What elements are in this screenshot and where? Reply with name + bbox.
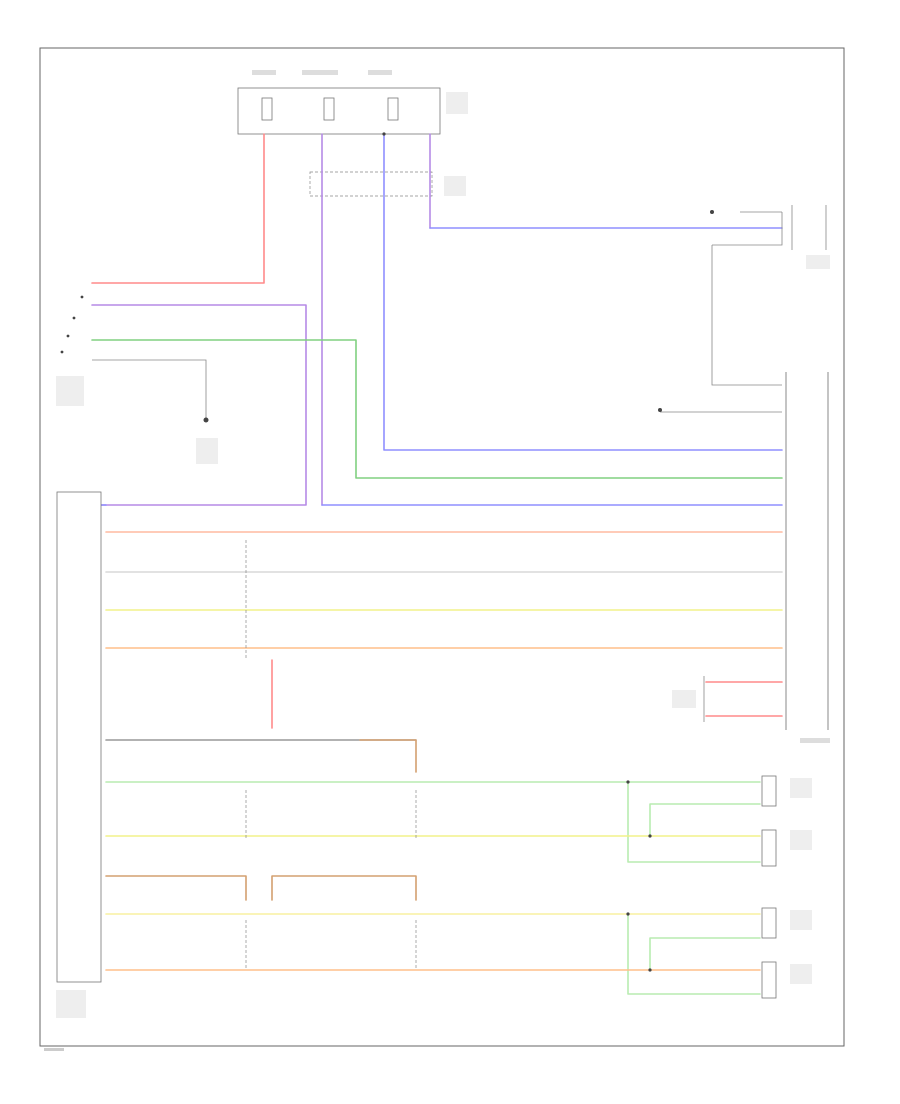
connector-pin-icon	[80, 295, 84, 299]
wire-lightgreen-5	[649, 937, 761, 971]
junction-connector	[309, 171, 466, 197]
speaker-icon	[761, 829, 812, 867]
wire-green	[91, 339, 783, 479]
left-module-label-block	[56, 990, 86, 1018]
junction-connector-outline	[309, 171, 433, 197]
fuse-icon	[387, 97, 399, 121]
speaker-icon	[761, 775, 812, 807]
speaker-icon	[761, 907, 812, 939]
wire-brown-2	[105, 875, 247, 901]
connector-pin-icon	[72, 316, 76, 320]
wire-violet-2	[91, 304, 307, 506]
connector-pin-icon	[60, 350, 64, 354]
speaker-icon	[761, 961, 812, 999]
junction-label-block	[444, 176, 466, 196]
fuse-icon	[261, 97, 273, 121]
connector-pin-icon	[66, 334, 70, 338]
top-right-connector	[658, 205, 830, 413]
wire-lightgreen-4	[627, 913, 761, 995]
connector-label-block	[672, 690, 696, 708]
ground-icon	[203, 417, 209, 423]
wire-lightgreen-3	[649, 803, 761, 837]
ground-icon	[658, 408, 662, 412]
fuse-box-label-block	[446, 92, 468, 114]
fuse-label-block	[252, 70, 276, 75]
wire-brown-1	[359, 739, 417, 773]
wire-brown-3	[271, 875, 417, 901]
fuse-label-block	[368, 70, 392, 75]
fuse-box	[237, 70, 468, 135]
ground-label-block	[196, 438, 218, 464]
internal-connectors	[245, 540, 417, 970]
footer-mark	[44, 1048, 64, 1051]
left-module	[56, 491, 102, 983]
junction-dots	[382, 132, 652, 972]
wire-blue-1	[383, 133, 783, 451]
connector-label-block	[806, 255, 830, 269]
fuse-icon	[323, 97, 335, 121]
diagram-frame	[39, 47, 845, 1047]
small-right-connector	[672, 676, 783, 722]
left-connector	[56, 295, 84, 406]
wire-red-power	[91, 133, 265, 284]
wire-lightgreen-2	[627, 781, 761, 863]
fuse-label-block	[302, 70, 338, 75]
audio-unit-label-block	[800, 738, 830, 743]
wire-ground	[92, 359, 207, 418]
ground-icon	[710, 210, 714, 214]
connector-label-block	[56, 376, 84, 406]
